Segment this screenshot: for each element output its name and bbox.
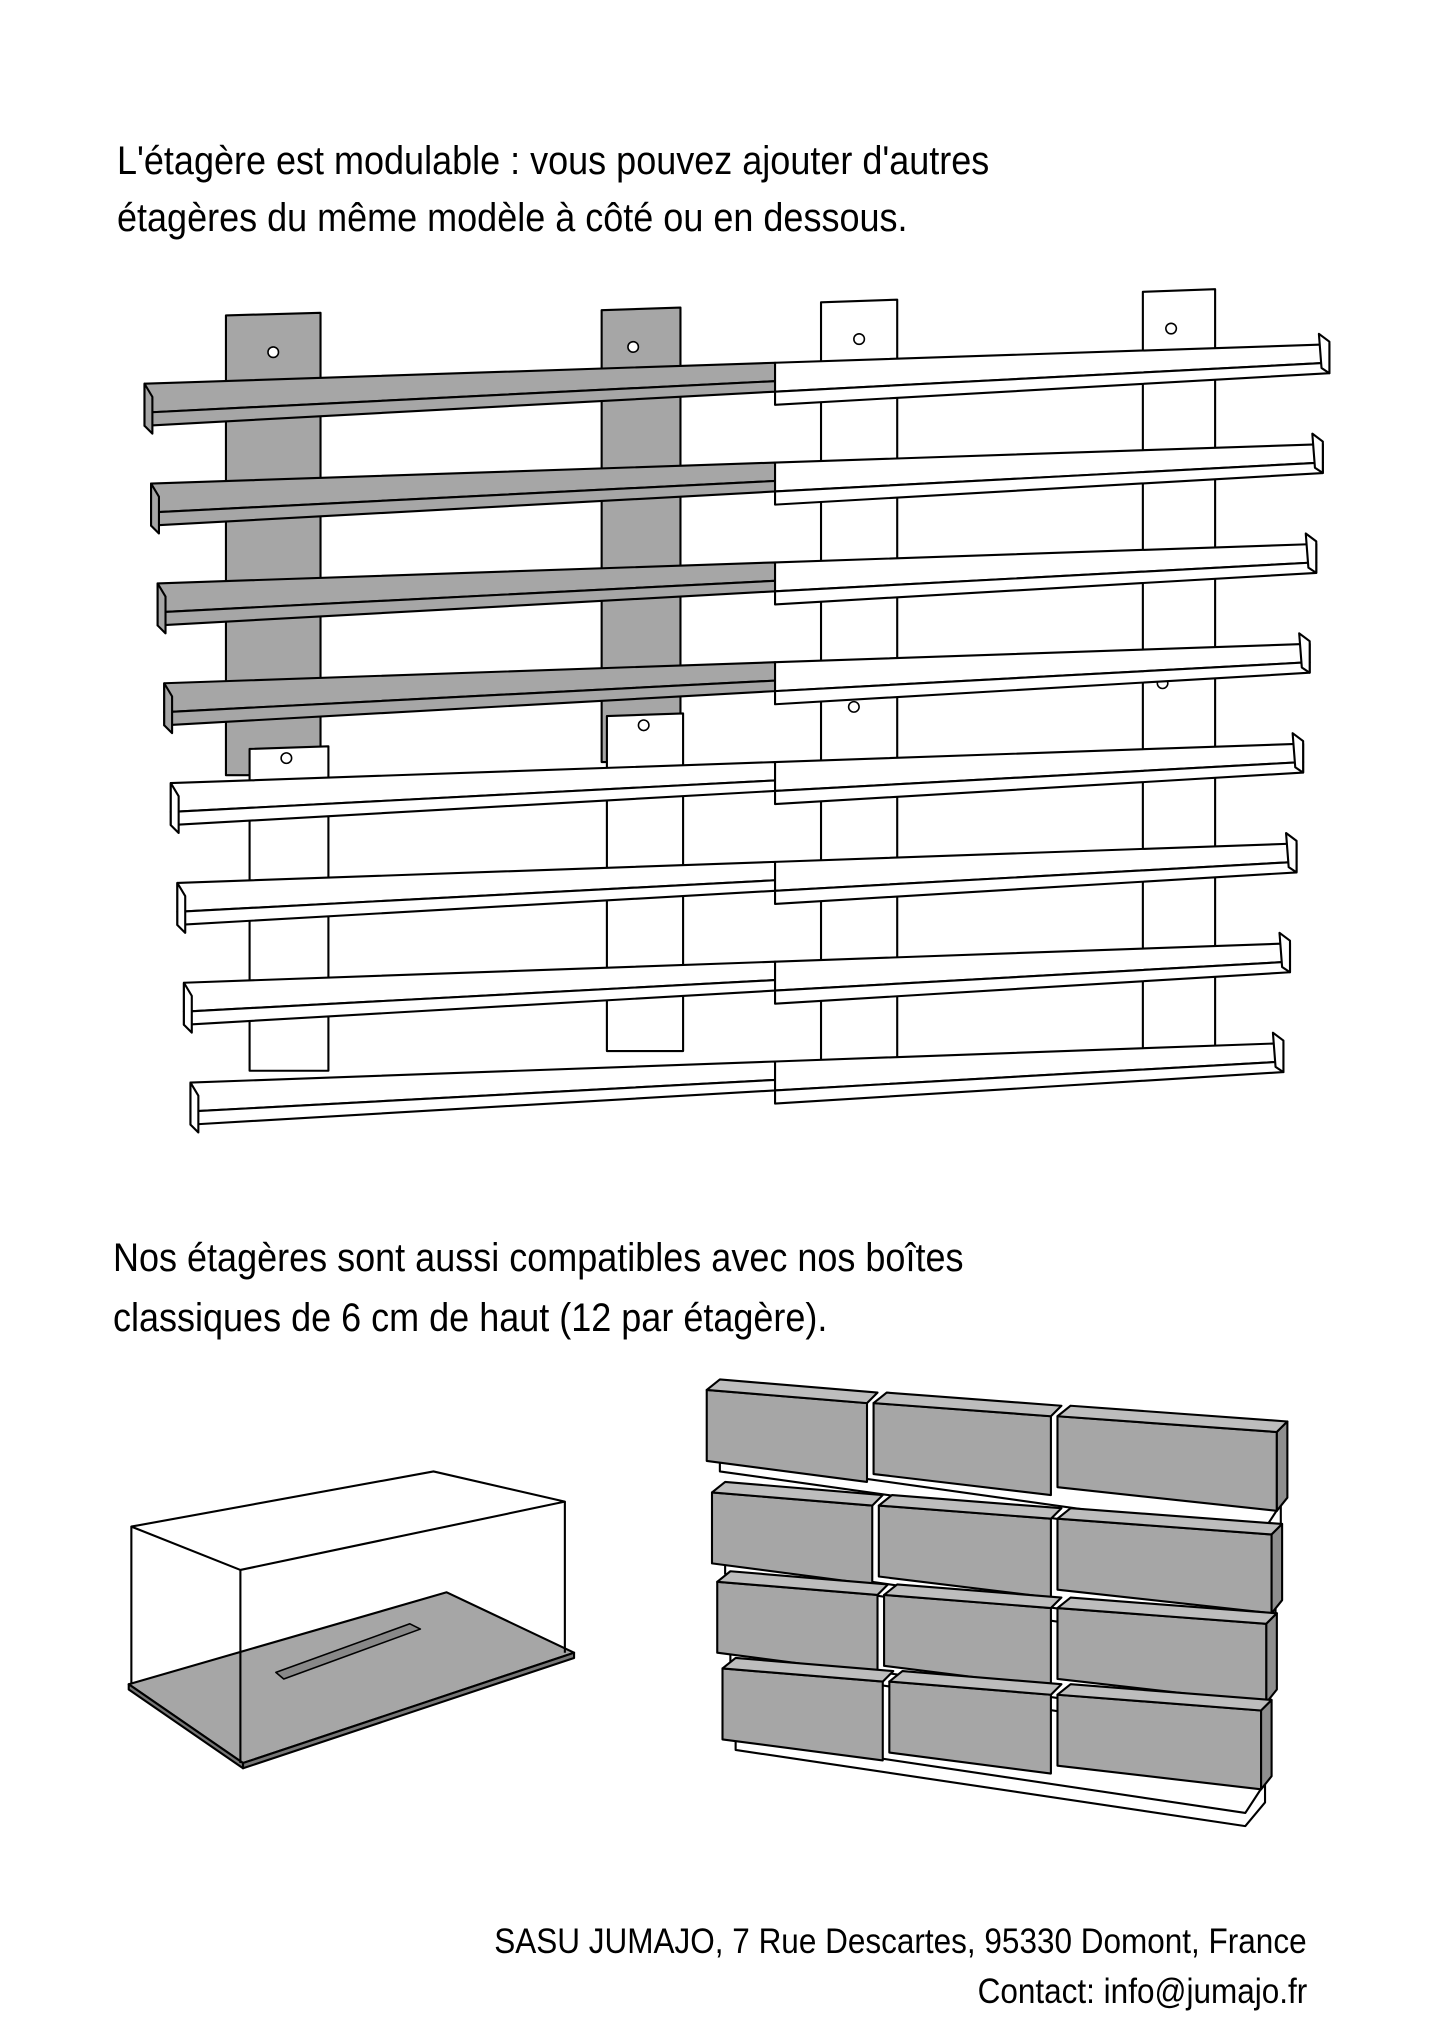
shelf-end <box>1278 931 1292 974</box>
box-base-edge <box>241 1651 576 1770</box>
shelf-end <box>189 1081 200 1134</box>
screw-icon <box>847 700 860 713</box>
screw-icon <box>267 346 280 359</box>
shelf-end <box>1304 532 1318 574</box>
storage-box-top <box>716 1570 890 1596</box>
shelf-end <box>1284 831 1298 874</box>
storage-box-top <box>710 1480 884 1507</box>
storage-box <box>888 1680 1052 1775</box>
screw-icon <box>627 340 640 353</box>
screw-icon <box>1165 322 1178 335</box>
shelf-end <box>163 682 174 735</box>
shelf-end <box>150 482 161 535</box>
intro-line-1: L'étagère est modulable : vous pouvez aj… <box>117 139 990 183</box>
box-slot <box>275 1623 422 1680</box>
modular-shelf-illustration <box>143 288 1331 1134</box>
storage-box-top <box>888 1670 1063 1696</box>
storage-box-top <box>705 1378 879 1405</box>
storage-box <box>872 1402 1052 1497</box>
storage-box-top <box>883 1583 1063 1610</box>
display-box-illustration <box>127 1470 576 1770</box>
storage-box-side <box>1270 1522 1284 1615</box>
shelf-end <box>182 981 193 1034</box>
shelf-end <box>1311 432 1324 475</box>
screw-icon <box>853 333 866 346</box>
compat-line-2: classiques de 6 cm de haut (12 par étagè… <box>113 1296 828 1340</box>
storage-box <box>877 1504 1052 1599</box>
footer-address: SASU JUMAJO, 7 Rue Descartes, 95330 Domo… <box>494 1922 1307 1961</box>
storage-box-top <box>877 1494 1063 1520</box>
boxes-on-shelves-illustration <box>705 1378 1289 1828</box>
shelf-end <box>1298 632 1311 674</box>
box-lid <box>130 1470 566 1571</box>
compat-line-1: Nos étagères sont aussi compatibles avec… <box>113 1236 964 1280</box>
storage-box-top <box>872 1391 1063 1418</box>
footer-contact: Contact: info@jumajo.fr <box>977 1972 1307 2011</box>
intro-line-2: étagères du même modèle à côté ou en des… <box>117 196 908 240</box>
shelf-end <box>1271 1031 1285 1074</box>
screw-icon <box>280 752 293 765</box>
screw-icon <box>637 719 650 732</box>
shelf-end <box>1291 732 1305 774</box>
storage-box-side <box>1275 1420 1289 1512</box>
shelf-end <box>169 782 180 835</box>
storage-box-side <box>1260 1698 1273 1791</box>
storage-box-top <box>721 1656 895 1683</box>
shelf-end <box>156 582 167 635</box>
shelf-end <box>176 881 187 934</box>
storage-box-side <box>1265 1612 1278 1704</box>
shelf-end <box>143 382 154 435</box>
shelf-end <box>1317 332 1331 375</box>
